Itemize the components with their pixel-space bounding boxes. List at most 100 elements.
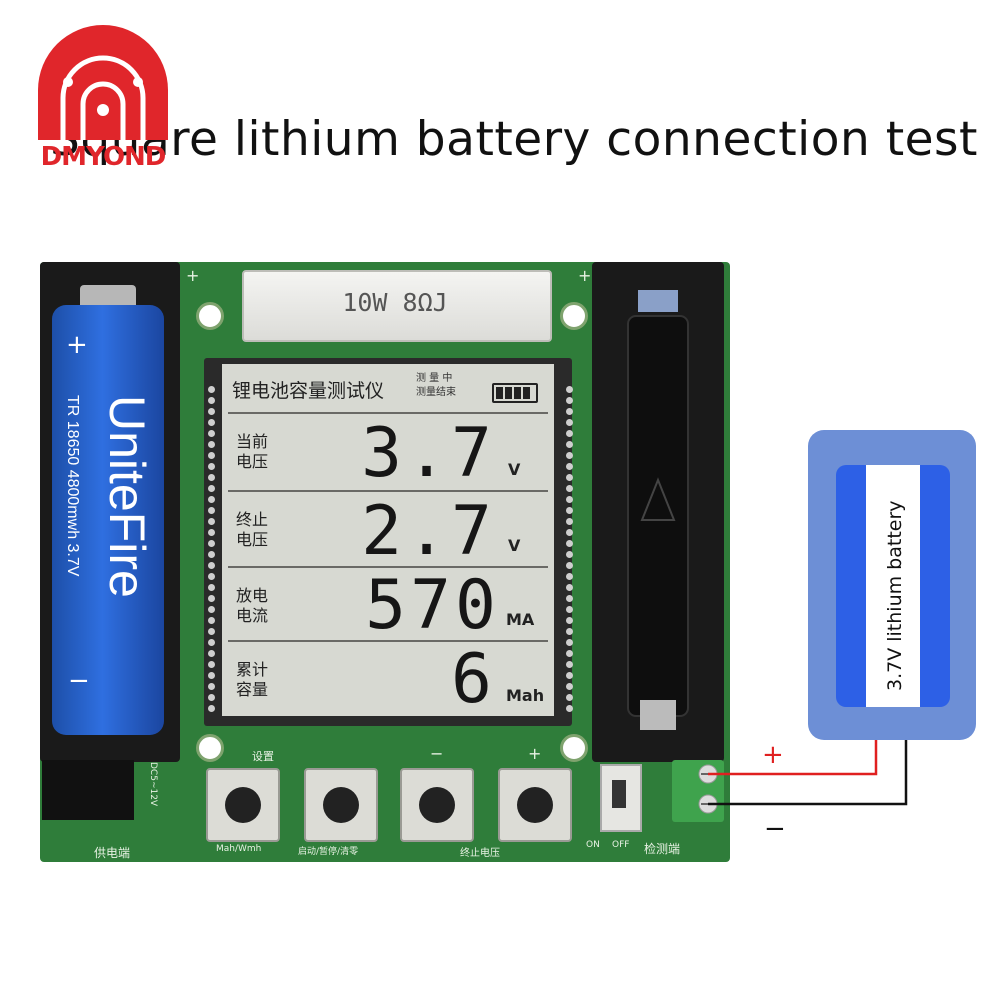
svg-text:3.7V lithium battery: 3.7V lithium battery [884,500,906,691]
lcd-pin [208,485,215,492]
lcd-unit: Mah [506,686,545,705]
lcd-pin [566,507,573,514]
button-label-bottom: 终止电压 [460,848,500,859]
lcd-pin [566,705,573,712]
external-battery-label-bg [866,465,920,707]
lcd-pin [566,474,573,481]
lcd-pin [566,540,573,547]
button-cap [419,787,455,823]
mount-hole [560,302,588,330]
lcd-pin [208,584,215,591]
lcd-pin [566,551,573,558]
switch-off-label: OFF [612,840,630,850]
lcd-pin [566,694,573,701]
battery-level-icon [492,383,538,403]
lcd-pin [566,441,573,448]
dc-label: DC5~12V [148,762,158,807]
lcd-pin [566,628,573,635]
lcd-pin [208,452,215,459]
lcd-pin [208,683,215,690]
minus-button[interactable] [400,768,474,842]
lcd-pin [208,540,215,547]
lcd-pin [208,408,215,415]
lcd-pin [566,672,573,679]
button-cap [517,787,553,823]
silk-plus: + [578,266,592,285]
svg-text:UniteFire: UniteFire [99,395,154,598]
lcd-pin [566,397,573,404]
lcd-pin [208,595,215,602]
lcd-unit: V [508,536,521,555]
button-label-top: 设置 [252,750,274,763]
lcd-pin [208,551,215,558]
lcd-screen [222,364,554,716]
set-button[interactable] [206,768,280,842]
battery-plus: + [66,330,88,360]
lcd-pin [208,650,215,657]
headline: Square lithium battery connection test [50,112,978,167]
lcd-pin [208,562,215,569]
lcd-pin [208,518,215,525]
mount-hole [196,734,224,762]
lcd-pin [566,430,573,437]
lcd-pin [566,485,573,492]
lcd-pin [566,386,573,393]
lcd-pin [208,474,215,481]
detect-label: 检测端 [644,842,681,856]
connection-wires [708,740,908,806]
lcd-divider [228,640,548,642]
logo-text: DMYOND [40,142,167,172]
lcd-pin [566,661,573,668]
lcd-pin [566,463,573,470]
lcd-pin [566,419,573,426]
lcd-capacity: 6 [451,640,496,719]
lcd-pin [208,463,215,470]
lcd-row-label: 终止电压 [236,510,269,549]
lcd-pin [566,496,573,503]
lcd-status: 测 量 中 测量结束 [416,372,456,400]
lcd-pin [208,617,215,624]
plus-button[interactable] [498,768,572,842]
switch-on-label: ON [586,840,600,850]
lcd-title: 锂电池容量测试仪 [232,380,385,402]
lcd-end-voltage: 2.7 [361,492,496,571]
battery-18650 [52,305,164,735]
lcd-row-label: 累计容量 [236,660,269,699]
lcd-pin [566,573,573,580]
switch-knob [612,780,626,808]
resistor-label: 10W 8ΩJ [342,288,448,317]
lcd-pin [208,419,215,426]
status-measuring: 测 量 中 [416,373,453,384]
lcd-pin [566,606,573,613]
lcd-pin [208,694,215,701]
lcd-pin [566,617,573,624]
lcd-pin [208,606,215,613]
external-battery-label: 3.7V lithium battery [884,500,906,691]
lcd-divider [228,490,548,492]
lcd-unit: MA [506,610,535,629]
lcd-discharge-current: 570 [365,566,500,645]
wire-plus-label: + [762,740,784,770]
silk-plus: + [186,266,200,285]
holder-spring-icon [627,290,689,730]
button-label-top: + [528,744,542,763]
lcd-pin [208,573,215,580]
lcd-current-voltage: 3.7 [361,414,496,493]
lcd-pin [208,386,215,393]
button-cap [323,787,359,823]
start-pause-button[interactable] [304,768,378,842]
lcd-pin [566,529,573,536]
button-cap [225,787,261,823]
lcd-pin [208,639,215,646]
lcd-pin [208,430,215,437]
lcd-pin [208,672,215,679]
lcd-unit: V [508,460,521,479]
mount-hole [560,734,588,762]
lcd-row-label: 当前电压 [236,432,269,471]
lcd-pin [208,397,215,404]
lcd-pin [566,518,573,525]
power-label: 供电端 [94,846,131,860]
lcd-pin [566,562,573,569]
lcd-pin [566,595,573,602]
lcd-pin [208,529,215,536]
